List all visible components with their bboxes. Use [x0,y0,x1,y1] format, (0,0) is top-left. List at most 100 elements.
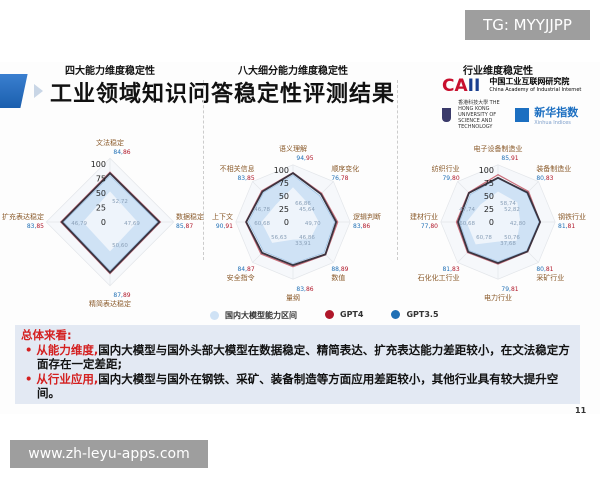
tick-label: 0 [284,218,289,227]
gpt35-value: 90, [216,223,226,230]
gpt35-value: 79, [501,286,511,293]
axis-label: 电子设备制造业 [474,144,523,153]
gpt4-value: 80 [452,175,460,182]
gpt35-value: 80, [536,175,546,182]
gpt35-value: 88, [331,266,341,273]
value-label: 94,95 [296,155,313,162]
watermark-bottom: www.zh-leyu-apps.com [10,440,208,468]
gpt4-value: 86 [363,223,371,230]
legend: 国内大模型能力区间 GPT4 GPT3.5 [210,310,439,321]
xinhua-en: Xinhua Indices [534,119,571,126]
axis-label: 采矿行业 [536,273,564,282]
value-label: 83,85 [237,175,254,182]
axis-label: 装备制造业 [536,164,571,173]
gpt35-value: 83, [27,223,37,230]
summary-item: • 从行业应用,国内大模型与国外在钢铁、采矿、装备制造等方面应用差距较小，其他行… [25,371,559,401]
value-label: 81,81 [558,223,575,230]
tick-label: 25 [484,205,494,214]
axis-label: 钢铁行业 [558,212,586,221]
gpt4-value: 95 [306,155,314,162]
gpt4-value: 85 [36,223,44,230]
gpt4-value: 87 [247,266,255,273]
gpt35-value: 85, [501,155,511,162]
xinhua-logo: 新华指数 [534,105,579,119]
tick-label: 100 [479,166,494,175]
gpt4-value: 89 [123,292,131,299]
gpt4-value: 78 [341,175,349,182]
legend-swatch [391,310,401,319]
domestic-min-label: 33,91 [295,241,311,247]
gpt35-value: 80, [536,266,546,273]
summary-heading: 总体来看: [21,328,72,342]
axis-label: 建材行业 [410,212,438,221]
axis-label: 逻辑判断 [353,212,381,221]
value-label: 80,81 [536,266,553,273]
legend-swatch [325,310,334,319]
domestic-min-label: 66,86 [295,201,311,207]
domestic-min-label: 45,64 [299,207,315,213]
tick-label: 25 [96,204,106,213]
domestic-min-label: 50,60 [112,243,128,249]
slide-title: 工业领域知识问答稳定性评测结果 [50,82,396,107]
domestic-min-label: 50,76 [504,235,520,241]
tick-label: 50 [279,192,289,201]
domestic-min-label: 52,72 [112,199,128,205]
title-arrow-icon [34,84,43,98]
axis-label: 精简表达稳定 [89,299,131,308]
value-label: 83,86 [353,223,370,230]
radar-chart-industry: 行业维度稳定性0255075100电子设备制造业85,9158,74装备制造业8… [410,64,586,302]
gpt4-value: 91 [511,155,519,162]
gpt4-value: 83 [452,266,460,273]
gpt35-value: 79, [442,175,452,182]
gpt35-value: 94, [296,155,306,162]
domestic-min-label: 42,80 [510,221,526,227]
value-label: 79,80 [442,175,459,182]
summary-item: • 从能力维度,国内大模型与国外头部大模型在数据稳定、精简表达、扩充表达能力差距… [25,342,570,372]
domestic-range-inner [82,191,138,252]
gpt35-line [60,172,161,274]
caii-cn: 中国工业互联网研究院 [489,77,570,86]
watermark-top: TG: MYYJJPP [465,10,590,40]
value-label: 85,91 [501,155,518,162]
domestic-range-inner [466,191,521,245]
value-label: 90,91 [216,223,233,230]
domestic-min-label: 47,69 [124,221,140,227]
legend-item-domestic: 国内大模型能力区间 [210,310,297,321]
axis-label: 量纲 [286,293,300,302]
gpt35-value: 83, [296,286,306,293]
domestic-min-label: 60,68 [254,221,270,227]
domestic-min-label: 56,63 [271,235,287,241]
tick-label: 0 [101,218,106,227]
caii-en: China Academy of Industrial Internet [489,87,582,93]
domestic-min-label: 46,86 [299,235,315,241]
gpt35-value: 76, [331,175,341,182]
value-label: 83,86 [296,286,313,293]
axis-label: 电力行业 [484,293,512,302]
divider [203,80,204,260]
axis-label: 文法稳定 [96,138,124,147]
legend-swatch [210,311,219,320]
tick-label: 50 [96,189,106,198]
legend-item-gpt4: GPT4 [325,310,363,321]
chart-title: 四大能力维度稳定性 [65,64,155,77]
value-label: 84,86 [113,149,130,156]
chart-title: 八大细分能力维度稳定性 [237,64,348,77]
gpt4-value: 85 [247,175,255,182]
axis-label: 语义理解 [279,144,307,153]
axis-label: 数据稳定 [176,212,204,221]
axis-label: 扩充表达稳定 [2,212,44,221]
gpt35-line [457,176,542,265]
gpt4-value: 81 [511,286,519,293]
domestic-min-label: 37,68 [500,241,516,247]
legend-item-gpt35: GPT3.5 [391,310,439,321]
divider [397,80,398,260]
gpt4-value: 83 [546,175,554,182]
gpt35-value: 85, [176,223,186,230]
gpt35-value: 77, [421,223,431,230]
chart-title: 行业维度稳定性 [462,64,533,77]
axis-label: 石化化工行业 [418,273,460,282]
value-label: 79,81 [501,286,518,293]
value-label: 83,85 [27,223,44,230]
axis-label: 上下文 [212,212,233,221]
